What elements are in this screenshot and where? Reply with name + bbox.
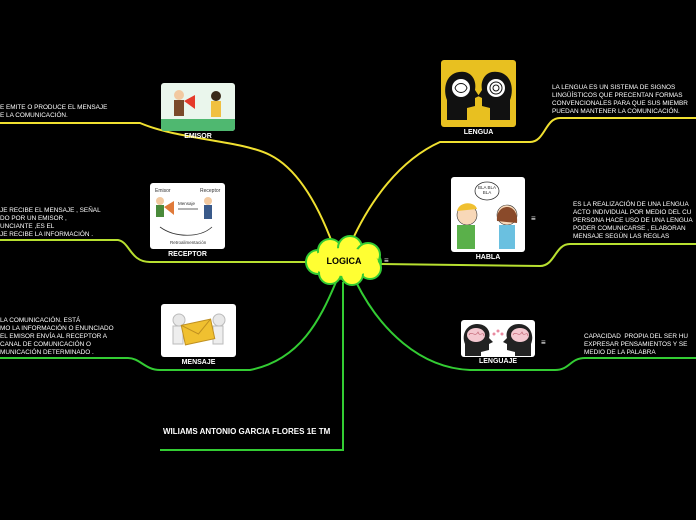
receptor-label[interactable]: RECEPTOR [168,251,207,258]
author-label[interactable]: WILIAMS ANTONIO GARCIA FLORES 1E TM [163,427,331,436]
brain-heads-icon [463,324,533,356]
center-topic-label[interactable]: LOGICA [326,256,362,266]
branch-lenguaje [355,281,696,371]
emisor-description: E EMITE O PRODUCE EL MENSAJE E LA COMUNI… [0,104,108,119]
lenguaje-label[interactable]: LENGUAJE [478,358,518,365]
habla-image[interactable]: BLA BLA BLA [451,177,525,252]
branch-receptor [0,239,308,263]
branch-mensaje [0,281,337,371]
megaphone-people-icon [161,90,235,131]
envelope-people-icon [172,313,226,346]
habla-description: ES LA REALIZACIÓN DE UNA LENGUA ACTO IND… [573,201,693,240]
diagram-mensaje-text: Mensaje [178,201,196,206]
emisor-label[interactable]: EMISOR [184,133,212,140]
diagram-receptor-text: Receptor [200,188,221,194]
receptor-description: JE RECIBE EL MENSAJE , SEÑAL DO POR UN E… [0,207,101,238]
lengua-image[interactable] [441,60,516,127]
center-cloud[interactable] [305,235,382,286]
diagram-retro-text: Retroalimentación [170,240,207,245]
receptor-image[interactable]: Emisor Receptor Mensaje Retroalimentació… [150,183,225,249]
diagram-emisor-text: Emisor [155,188,171,194]
branch-emisor [0,122,334,246]
center-note-icon[interactable]: ≡ [384,256,389,265]
talking-kids-icon: BLA BLA BLA [456,181,518,249]
svg-text:BLA BLA: BLA BLA [478,185,496,190]
habla-label[interactable]: HABLA [475,254,501,261]
lengua-description: LA LENGUA ES UN SISTEMA DE SIGNOS LINGÜÍ… [552,84,688,115]
lenguaje-note-icon[interactable]: ≡ [541,338,546,347]
lengua-label[interactable]: LENGUA [463,129,494,136]
emisor-image[interactable] [161,83,235,131]
branch-author [160,282,344,451]
head-silhouettes-icon [445,71,512,120]
branch-lengua [349,117,696,246]
lenguaje-description: CAPACIDAD PROPIA DEL SER HU EXPRESAR PEN… [584,333,689,356]
branch-habla [379,243,696,268]
habla-note-icon[interactable]: ≡ [531,214,536,223]
emitter-receiver-diagram-icon: Emisor Receptor Mensaje Retroalimentació… [155,188,221,245]
mensaje-image[interactable] [161,304,236,357]
mensaje-label[interactable]: MENSAJE [181,359,216,366]
svg-text:BLA: BLA [483,190,492,195]
lenguaje-image[interactable] [461,320,535,357]
mensaje-description: LA COMUNICACIÓN. ESTÁ MO LA INFORMACIÓN … [0,317,114,356]
